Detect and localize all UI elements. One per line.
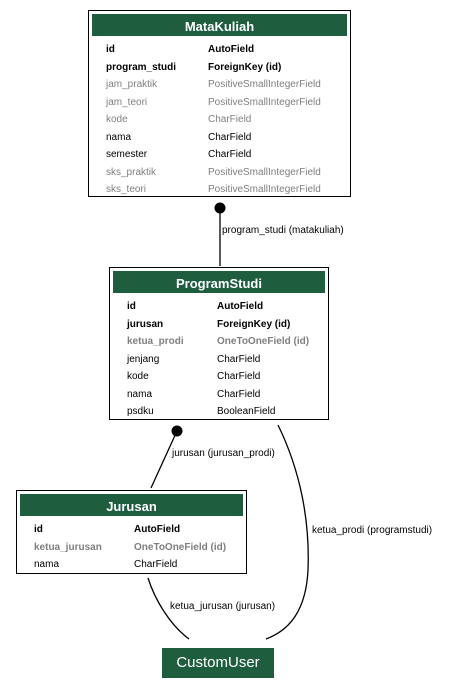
field-type: ForeignKey (id) [217,318,291,330]
field-name: ketua_jurusan [34,541,102,553]
field-name: ketua_prodi [127,336,184,347]
field-name: id [106,44,115,55]
entity-title: ProgramStudi [111,269,327,295]
field-type: CharField [208,131,252,143]
field-row: id AutoField [17,521,246,539]
field-type: PositiveSmallIntegerField [208,166,321,178]
field-row: semester CharField [89,146,350,164]
edge-programstudi-customuser [265,424,309,640]
edge-label-jurusan-customuser: ketua_jurusan (jurusan) [170,601,276,612]
field-name: id [127,301,136,312]
field-name: nama [106,131,132,143]
field-type: AutoField [134,524,181,535]
field-name: program_studi [106,61,177,73]
field-row: nama CharField [89,129,350,147]
field-name: psdku [127,406,154,417]
field-row: psdku BooleanField [110,403,328,421]
field-type: PositiveSmallIntegerField [208,96,321,108]
edge-origin-dot [214,202,226,214]
field-row: kode CharField [89,111,350,129]
edge-jurusan-customuser [147,577,190,640]
field-name: jurusan [127,318,164,330]
field-name: jenjang [127,353,160,365]
field-name: semester [106,149,148,160]
entity-matakuliah[interactable]: MataKuliah id AutoField program_studi Forei… [88,10,351,197]
field-row: kode CharField [110,368,328,386]
field-list: id AutoField program_studi ForeignKey (id) j… [89,39,350,199]
field-type: CharField [217,371,261,382]
field-name: nama [127,388,153,400]
entity-programstudi[interactable]: ProgramStudi id AutoField jurusan ForeignKe… [109,267,329,420]
field-list: id AutoField jurusan ForeignKey (id) ketua_p… [110,296,328,421]
field-type: AutoField [208,44,255,55]
field-name: sks_praktik [106,166,157,178]
field-type: CharField [217,353,261,365]
field-row: jam_teori PositiveSmallIntegerField [89,94,350,112]
entity-jurusan[interactable]: Jurusan id AutoField ketua_jurusan OneToOne… [16,490,247,574]
edge-programstudi-jurusan [150,430,178,489]
field-name: jam_praktik [106,79,158,90]
field-type: ForeignKey (id) [208,61,282,73]
field-name: id [34,524,43,535]
field-type: CharField [217,388,261,400]
field-type: PositiveSmallIntegerField [208,79,321,90]
entity-title: Jurusan [18,492,245,518]
field-type: CharField [134,559,178,570]
field-row: nama CharField [110,386,328,404]
field-type: CharField [208,114,252,125]
field-row: ketua_prodi OneToOneField (id) [110,333,328,351]
field-type: OneToOneField (id) [217,336,310,347]
field-row: sks_teori PositiveSmallIntegerField [89,181,350,199]
field-row: program_studi ForeignKey (id) [89,59,350,77]
edge-label-programstudi-jurusan: jurusan (jurusan_prodi) [172,448,275,459]
edge-label-programstudi-customuser: ketua_prodi (programstudi) [312,525,433,536]
field-row: id AutoField [89,41,350,59]
field-row: jam_praktik PositiveSmallIntegerField [89,76,350,94]
edge-label-matakuliah-programstudi: program_studi (matakuliah) [222,225,344,236]
field-type: PositiveSmallIntegerField [208,184,321,195]
field-name: sks_teori [106,184,147,195]
field-name: jam_teori [106,96,148,108]
field-name: kode [127,371,149,382]
field-name: nama [34,559,60,570]
field-name: kode [106,114,128,125]
field-row: nama CharField [17,556,246,574]
field-row: id AutoField [110,298,328,316]
entity-customuser[interactable]: CustomUser [162,648,274,678]
field-row: sks_praktik PositiveSmallIntegerField [89,164,350,182]
field-type: CharField [208,149,252,160]
field-type: OneToOneField (id) [134,541,227,553]
field-type: BooleanField [217,406,276,417]
field-row: jenjang CharField [110,351,328,369]
edge-origin-dot [171,425,183,437]
field-row: ketua_jurusan OneToOneField (id) [17,539,246,557]
field-row: jurusan ForeignKey (id) [110,316,328,334]
entity-title: MataKuliah [90,12,349,38]
field-list: id AutoField ketua_jurusan OneToOneField (i… [17,519,246,574]
field-type: AutoField [217,301,264,312]
